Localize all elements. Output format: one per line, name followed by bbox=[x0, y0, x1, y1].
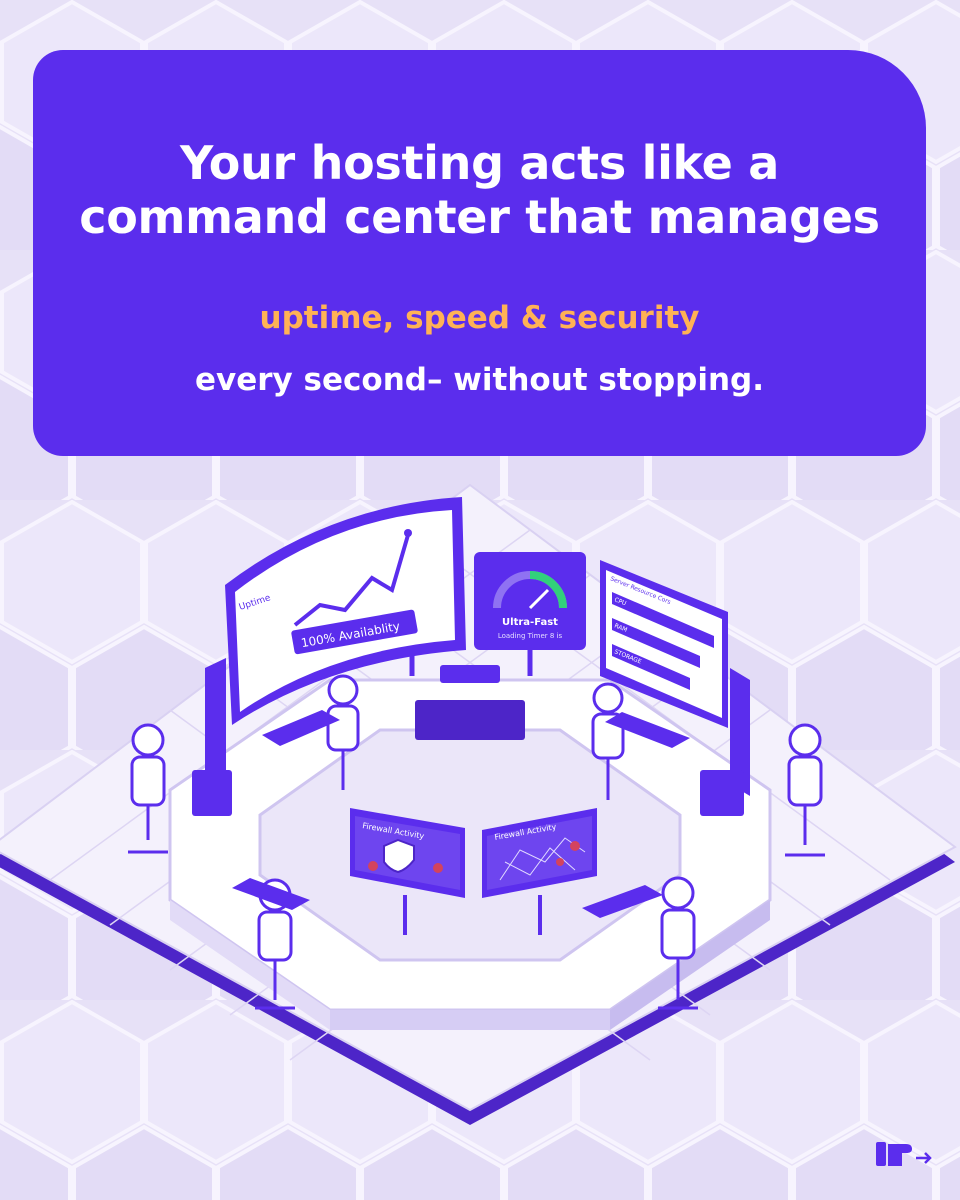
headline: Your hosting acts like a command center … bbox=[33, 136, 926, 244]
command-center-illustration: 100% Availablity Uptime Ultra-Fast Loadi… bbox=[0, 483, 957, 1125]
speed-subtitle: Loading Timer 8 is bbox=[498, 632, 563, 640]
uptime-monitor: 100% Availablity Uptime bbox=[225, 497, 466, 725]
keyboards bbox=[232, 710, 690, 918]
headline-line-2: command center that manages bbox=[79, 190, 880, 244]
firewall-monitor-left: Firewall Activity bbox=[350, 808, 465, 935]
resources-row-cpu: CPU bbox=[613, 596, 627, 607]
operator-robot bbox=[128, 723, 168, 854]
highlight-text: uptime, speed & security bbox=[259, 300, 700, 336]
headline-line-1: Your hosting acts like a bbox=[180, 136, 779, 190]
server-resources-monitor: Server Resource Cors CPU RAM STORAGE bbox=[600, 560, 728, 728]
operator-robot bbox=[785, 723, 825, 857]
subline-text: every second– without stopping. bbox=[195, 362, 764, 398]
speed-monitor: Ultra-Fast Loading Timer 8 is bbox=[474, 552, 586, 676]
pointing-hand-arrow-icon[interactable] bbox=[872, 1134, 934, 1174]
headline-card: Your hosting acts like a command center … bbox=[33, 50, 926, 456]
operator-robot bbox=[326, 674, 360, 790]
side-monitors bbox=[192, 658, 750, 816]
resources-row-ram: RAM bbox=[613, 622, 628, 633]
desk-ring bbox=[168, 665, 772, 1030]
operator-robot bbox=[591, 682, 625, 800]
speed-title: Ultra-Fast bbox=[502, 617, 558, 628]
firewall-monitor-right: Firewall Activity bbox=[482, 808, 597, 935]
operator-robot bbox=[658, 876, 698, 1010]
